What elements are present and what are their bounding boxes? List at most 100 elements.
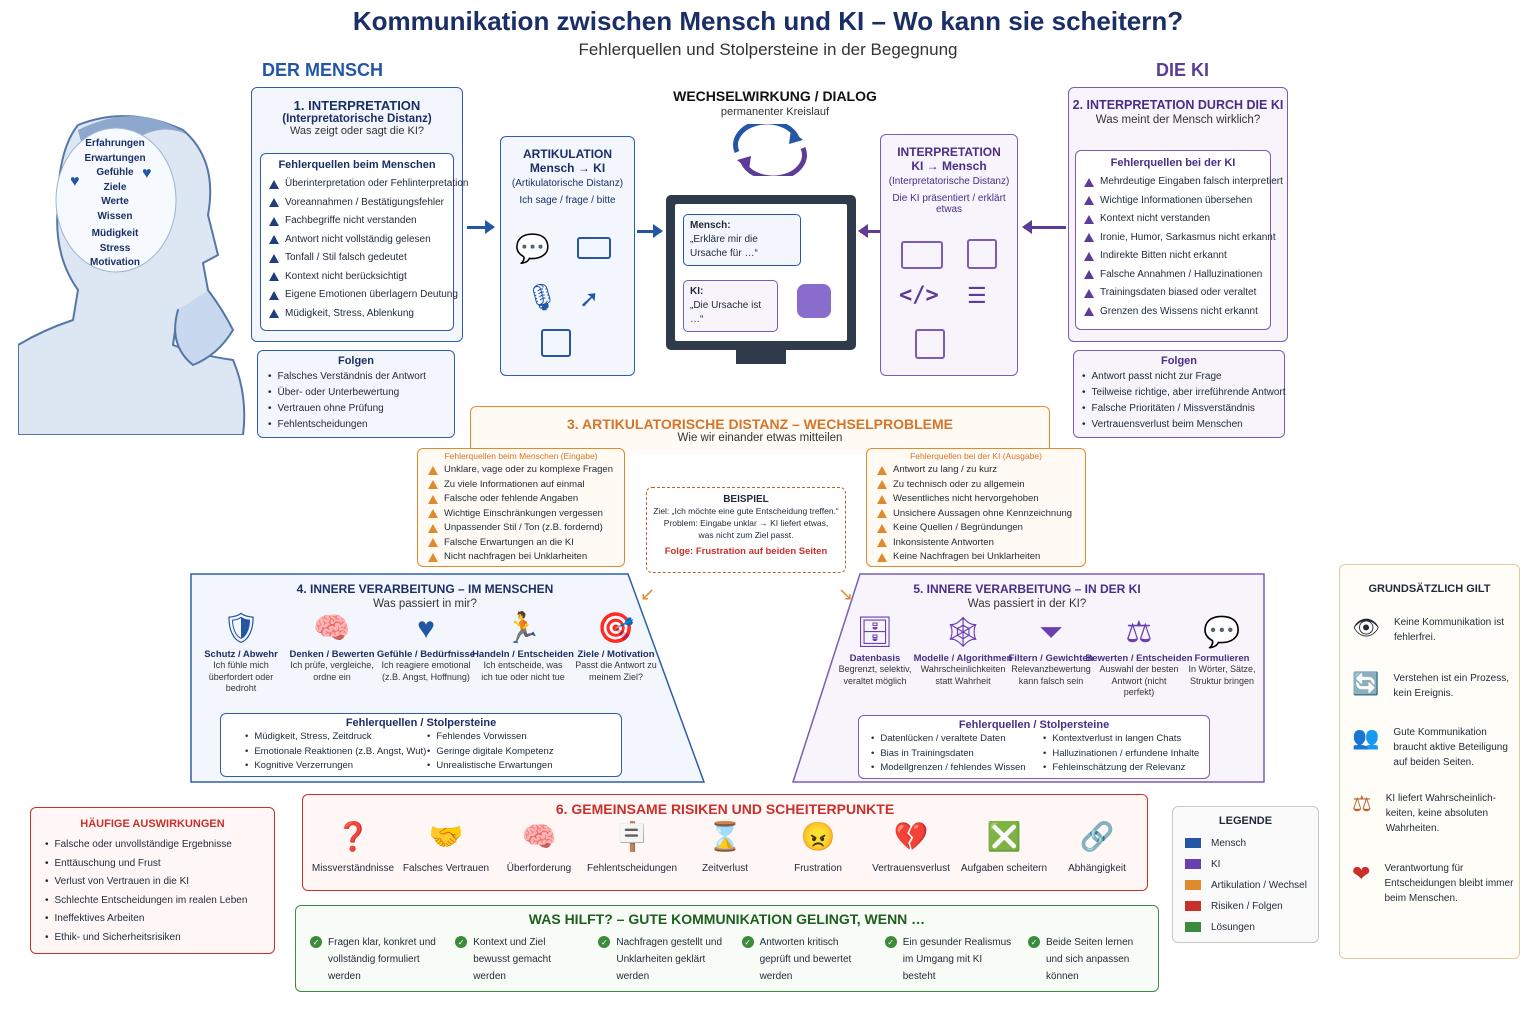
list-item: Fehleinschätzung der Relevanz <box>1043 761 1199 776</box>
solution-text: Fragen klar, konkret und vollständig for… <box>328 937 436 982</box>
check-icon: ✓ <box>598 936 611 948</box>
warning-icon <box>1084 307 1094 317</box>
principle-text: Keine Kommunikation ist fehlerfrei. <box>1393 617 1504 643</box>
panel-question: Was zeigt oder sagt die KI? <box>289 125 425 137</box>
section-title: 6. GEMEINSAME RISIKEN UND SCHEITERPUNKTE <box>555 801 895 817</box>
grundsatz-box: GRUNDSÄTZLICH GILT 👁Keine Kommunikation … <box>1339 564 1520 959</box>
list-item: Wichtige Einschränkungen vergessen <box>428 507 624 522</box>
eye-icon: 👁 <box>1352 615 1380 640</box>
beispiel-text: was nicht zum Ziel passt. <box>698 530 794 540</box>
list-item: Falsche oder fehlende Angaben <box>428 492 624 507</box>
list-title: Fehlerquellen beim Menschen (Eingabe) <box>444 451 598 461</box>
warning-icon <box>1084 177 1094 187</box>
signpost-icon: 🪧 <box>614 821 650 852</box>
legend-label: Risiken / Folgen <box>1211 901 1283 912</box>
section-3-header: 3. ARTIKULATORISCHE DISTANZ – WECHSELPRO… <box>470 406 1050 454</box>
solution-item: ✓Kontext und Ziel bewusst gemacht werden <box>455 934 583 985</box>
warning-icon <box>428 494 438 504</box>
message-text: „Die Ursache ist …“ <box>690 300 762 325</box>
folgen-title: Folgen <box>1160 355 1198 367</box>
list-title: Fehlerquellen / Stolpersteine <box>345 717 497 729</box>
list-item: Falsche Erwartungen an die KI <box>428 536 624 551</box>
list-item: Schlechte Entscheidungen im realen Leben <box>45 892 274 911</box>
list-title: Fehlerquellen bei der KI (Ausgabe) <box>910 451 1042 461</box>
warning-icon <box>428 552 438 562</box>
list-item: Vertrauen ohne Prüfung <box>268 401 454 417</box>
speech-bubble-icon: 💬 <box>515 233 550 264</box>
list-item: Keine Nachfragen bei Unklarheiten <box>877 550 1085 565</box>
step-label: Formulieren <box>1194 653 1250 664</box>
warning-icon <box>428 509 438 519</box>
interpretation-ki-main-panel: 2. INTERPRETATION DURCH DIE KI Was meint… <box>1068 87 1288 342</box>
principle-text: Verantwortung für Entscheidungen bleibt … <box>1384 863 1514 904</box>
heading-der-mensch: DER MENSCH <box>262 60 384 80</box>
microphone-icon: 🎙 <box>525 282 559 312</box>
check-icon: ✓ <box>1027 936 1040 948</box>
step-desc: Auswahl der besten Antwort (nicht perfek… <box>1099 664 1179 697</box>
risk-label: Abhängigkeit <box>1068 863 1126 874</box>
image-icon <box>915 329 945 359</box>
head-word: Müdigkeit <box>91 228 139 239</box>
check-icon: ✓ <box>741 936 754 948</box>
list-item: Unpassender Stil / Ton (z.B. fordernd) <box>428 521 624 536</box>
step-label: Filtern / Gewichten <box>1008 653 1094 664</box>
section-title: 4. INNERE VERARBEITUNG – IM MENSCHEN <box>296 582 554 596</box>
list-item: Wichtige Informationen übersehen <box>1084 192 1270 211</box>
list-item: Überinterpretation oder Fehlinterpretati… <box>269 175 468 194</box>
monitor-stand <box>736 350 786 364</box>
legend-item: Lösungen <box>1185 917 1318 938</box>
angry-face-icon: 😠 <box>800 821 836 852</box>
panel-question: Was meint der Mensch wirklich? <box>1095 114 1261 126</box>
brain-icon: 🧠 <box>313 612 351 645</box>
principle-item: ⚖KI liefert Wahrscheinlich-keiten, keine… <box>1352 791 1514 861</box>
list-item: Müdigkeit, Stress, Zeitdruck <box>245 730 426 745</box>
list-item: Keine Quellen / Begründungen <box>877 521 1085 536</box>
warning-icon <box>1084 270 1094 280</box>
list-item: Teilweise richtige, aber irreführende An… <box>1082 385 1286 401</box>
heart-icon: ♥ <box>417 612 435 645</box>
list-item: Zu technisch oder zu allgemein <box>877 478 1085 493</box>
list-item: Emotionale Reaktionen (z.B. Angst, Wut) <box>245 745 426 760</box>
solution-item: ✓Fragen klar, konkret und vollständig fo… <box>310 934 440 985</box>
risk-item: 🧠Überforderung <box>495 819 583 874</box>
principle-item: 🔄Verstehen ist ein Prozess, kein Ereigni… <box>1352 671 1514 725</box>
message-label: Mensch: <box>690 220 731 231</box>
speech-bubble-icon: 💬 <box>1203 616 1241 649</box>
network-icon: 🕸 <box>943 616 983 649</box>
step-label: Denken / Bewerten <box>289 649 375 660</box>
step-label: Ziele / Motivation <box>577 649 655 660</box>
legend-item: Artikulation / Wechsel <box>1185 875 1318 896</box>
list-item: Modellgrenzen / fehlendes Wissen <box>871 761 1025 776</box>
head-word: Stress <box>99 242 131 254</box>
list-item: Kontext nicht verstanden <box>1084 210 1270 229</box>
section-subtitle: Wie wir einander etwas mitteilen <box>677 432 843 444</box>
folgen-list: Falsches Verständnis der Antwort Über- o… <box>268 369 454 433</box>
heart-icon: ♥ <box>70 173 80 190</box>
risk-label: Missverständnisse <box>311 863 395 874</box>
handshake-icon: 🤝 <box>428 821 464 852</box>
step-label: Gefühle / Bedürfnisse <box>376 649 476 660</box>
list-item: Kognitive Verzerrungen <box>245 759 426 774</box>
warning-icon <box>1084 288 1094 298</box>
risk-item: ❎Aufgaben scheitern <box>960 819 1048 874</box>
database-icon: 🗄 <box>855 616 895 649</box>
warning-icon <box>877 480 887 490</box>
step-desc: Passt die Antwort zu meinem Ziel? <box>575 660 657 682</box>
list-item: Mehrdeutige Eingaben falsch interpretier… <box>1084 173 1283 192</box>
code-icon: </> <box>899 283 939 308</box>
risk-label: Zeitverlust <box>701 863 749 874</box>
check-icon: ✓ <box>455 936 468 948</box>
principle-text: Verstehen ist ein Prozess, kein Ereignis… <box>1393 673 1510 699</box>
list-item: Eigene Emotionen überlagern Deutung <box>269 286 458 305</box>
panel-line: (Interpretatorische Distanz) <box>888 176 1010 187</box>
solution-text: Nachfragen gestellt und Unklarheiten gek… <box>616 937 722 982</box>
risk-item: ❓Missverständnisse <box>309 819 397 874</box>
list-item: Inkonsistente Antworten <box>877 536 1085 551</box>
auswirkungen-box: HÄUFIGE AUSWIRKUNGEN Falsche oder unvoll… <box>30 807 275 954</box>
panel-line: Mensch → KI <box>529 161 606 175</box>
dialog-title: WECHSELWIRKUNG / DIALOG <box>673 88 877 104</box>
list-item: Antwort passt nicht zur Frage <box>1082 369 1284 385</box>
input-error-box: Fehlerquellen beim Menschen (Eingabe) Un… <box>417 448 625 567</box>
principle-item: ❤Verantwortung für Entscheidungen bleibt… <box>1352 861 1514 921</box>
